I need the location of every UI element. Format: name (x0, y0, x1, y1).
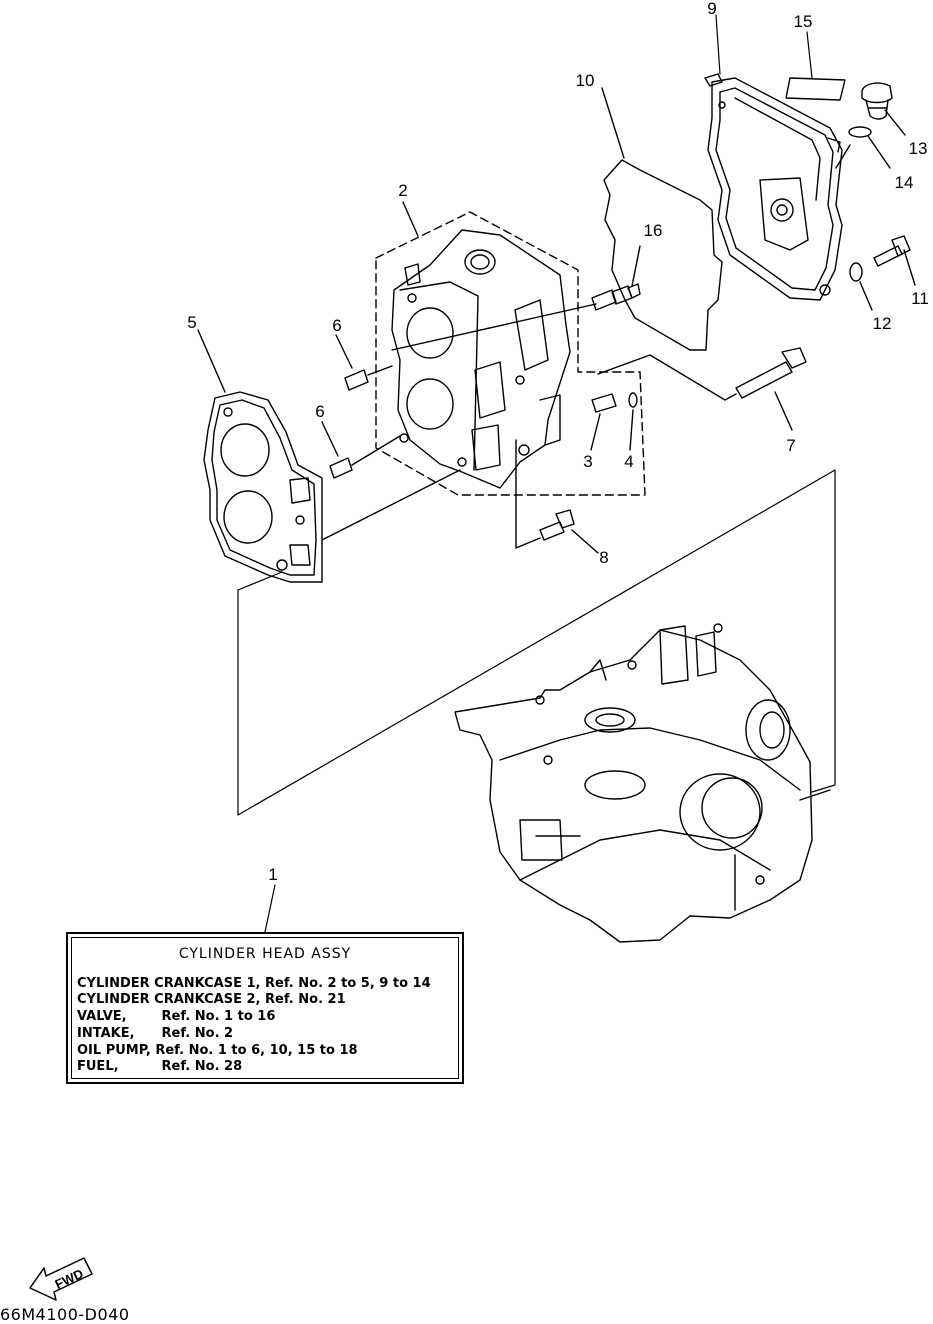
spark-plug-part (591, 245, 641, 311)
callout-8: 8 (599, 548, 609, 567)
fwd-arrow-icon: FWD (29, 1257, 93, 1301)
info-row-value: Ref. No. 1 to 16 (161, 1009, 276, 1024)
bolt-part-8 (515, 439, 599, 554)
info-row: CYLINDER CRANKCASE 1, Ref. No. 2 to 5, 9… (77, 976, 431, 992)
callout-11: 11 (911, 289, 929, 308)
callout-12: 12 (872, 314, 892, 333)
cylinder-head-info-box: CYLINDER HEAD ASSY CYLINDER CRANKCASE 1,… (66, 932, 464, 1084)
engine-block-part (454, 623, 831, 943)
info-row-label: FUEL, (77, 1059, 119, 1074)
info-row-label: INTAKE, (77, 1026, 135, 1041)
info-row-label: VALVE, (77, 1009, 127, 1024)
callout-2: 2 (398, 181, 408, 200)
clip-part-4 (628, 392, 638, 451)
callout-4: 4 (624, 452, 634, 471)
callout-13: 13 (908, 139, 928, 158)
info-row-value: Ref. No. 1 to 6, 10, 15 to 18 (155, 1043, 358, 1058)
valve-cover-part (704, 73, 843, 301)
o-ring-part (835, 126, 891, 169)
cover-gasket-part (601, 87, 723, 351)
callout-3: 3 (583, 452, 593, 471)
callout-15: 15 (793, 12, 813, 31)
info-row-value: Ref. No. 2 to 5, 9 to 14 (265, 976, 431, 991)
label-plate-part (785, 77, 846, 101)
callout-14: 14 (894, 173, 914, 192)
drawing-code: 66M4100-D040 (0, 1305, 130, 1324)
info-row: VALVE, Ref. No. 1 to 16 (77, 1009, 275, 1025)
washer-part-12 (849, 262, 873, 311)
info-row: OIL PUMP, Ref. No. 1 to 6, 10, 15 to 18 (77, 1043, 358, 1059)
bolt-part-11 (873, 235, 916, 286)
dowel-pin-lower (321, 421, 401, 479)
oil-filler-cap-part (861, 82, 906, 136)
callout-9: 9 (707, 0, 717, 18)
info-row-value: Ref. No. 2 (161, 1026, 234, 1041)
info-row-label: CYLINDER CRANKCASE 2, (77, 992, 261, 1007)
callout-1: 1 (268, 865, 278, 884)
assembly-leader-line (237, 469, 836, 816)
info-row-label: OIL PUMP, (77, 1043, 151, 1058)
callout-16: 16 (643, 221, 663, 240)
head-gasket-part (197, 329, 461, 583)
info-row-value: Ref. No. 28 (161, 1059, 243, 1074)
callout-6-lower: 6 (315, 402, 325, 421)
callout-6-upper: 6 (332, 316, 342, 335)
head-bolt-part-7 (597, 347, 807, 431)
dowel-pin-upper (335, 334, 393, 391)
callout-10: 10 (575, 71, 595, 90)
info-row-value: Ref. No. 21 (265, 992, 346, 1007)
info-row: INTAKE, Ref. No. 2 (77, 1026, 233, 1042)
info-row: CYLINDER CRANKCASE 2, Ref. No. 21 (77, 992, 346, 1008)
info-row-label: CYLINDER CRANKCASE 1, (77, 976, 261, 991)
valve-part-3 (590, 393, 617, 451)
callout-5: 5 (187, 313, 197, 332)
cylinder-head-part (375, 201, 646, 496)
info-row: FUEL, Ref. No. 28 (77, 1059, 242, 1075)
info-box-title: CYLINDER HEAD ASSY (178, 946, 352, 962)
callout-7: 7 (786, 436, 796, 455)
